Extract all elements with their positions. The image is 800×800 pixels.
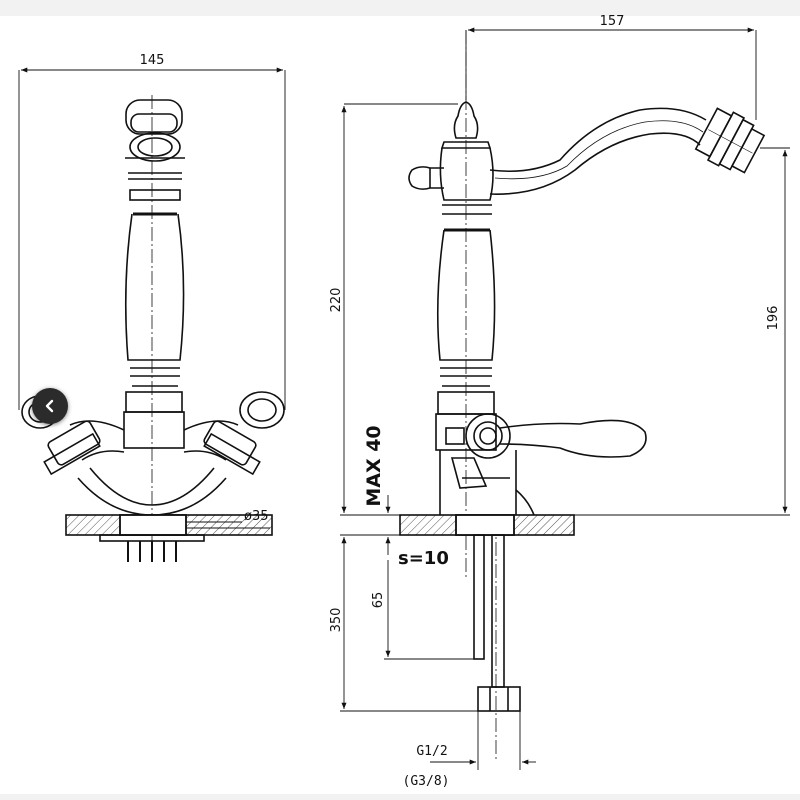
dim-max-thickness: MAX 40 <box>363 425 385 506</box>
side-view <box>399 30 766 760</box>
dim-height-spout: 196 <box>766 306 781 331</box>
previous-image-button[interactable] <box>32 388 68 424</box>
dim-height-total: 220 <box>329 288 344 313</box>
dim-thread-main: G1/2 <box>416 744 447 759</box>
side-dimensions <box>340 27 790 770</box>
dim-width-front: 145 <box>140 53 165 68</box>
dim-shank-length: 350 <box>329 608 344 633</box>
drawing-sheet <box>0 16 800 794</box>
front-view <box>21 95 285 562</box>
dim-width-side: 157 <box>600 14 625 29</box>
chevron-left-icon <box>45 399 54 413</box>
dim-thread-alt: (G3/8) <box>403 774 450 789</box>
dim-plate-thickness: s=10 <box>398 548 449 569</box>
front-dimensions <box>18 67 286 529</box>
dim-tube-length: 65 <box>371 592 386 609</box>
dim-hole-diameter: ø35 <box>244 509 269 524</box>
